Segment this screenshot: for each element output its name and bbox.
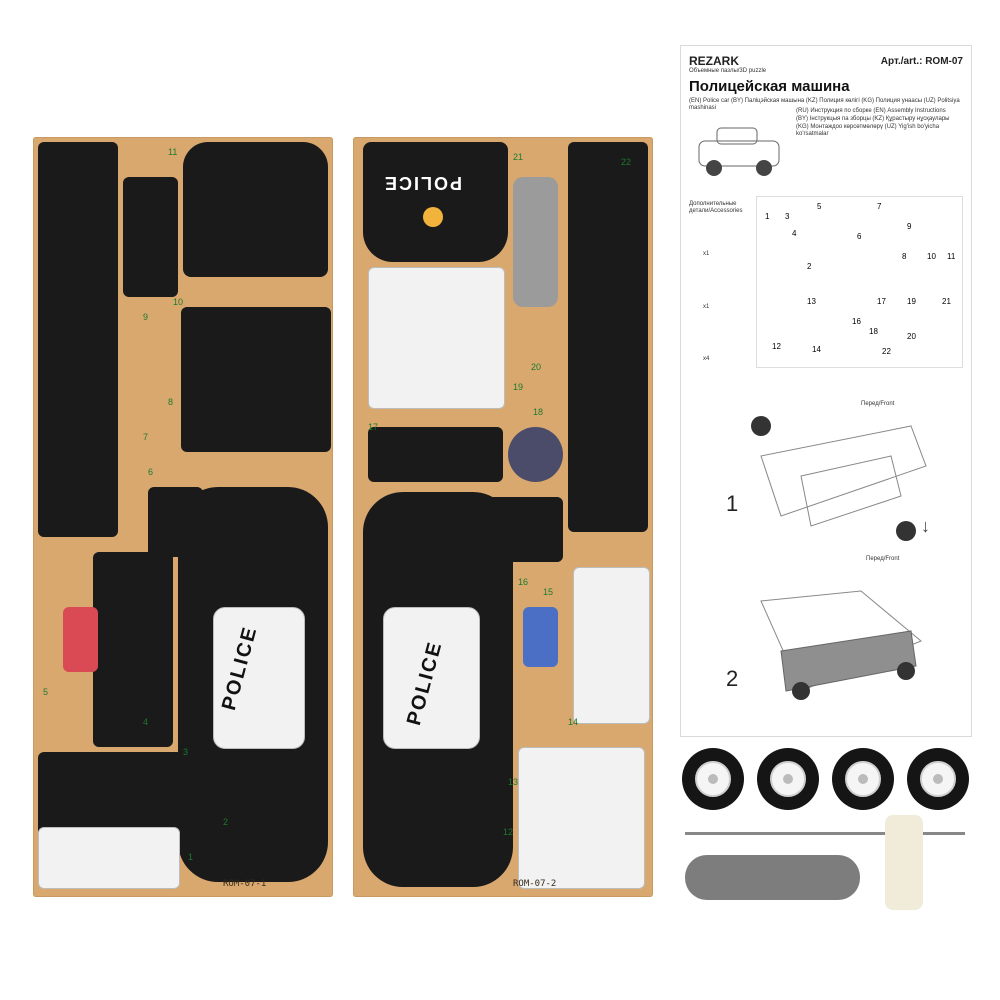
step-2-label: 2	[726, 666, 739, 691]
assembly-step-1-drawing	[751, 416, 927, 541]
part-number-5: 5	[43, 687, 49, 697]
grid-number: 13	[807, 297, 816, 306]
light-panel-red	[63, 607, 98, 672]
part-number-3: 3	[183, 747, 189, 757]
grid-number: 22	[882, 347, 891, 356]
windshield-frame-part	[573, 567, 650, 724]
part-number-7: 7	[143, 432, 149, 442]
car-roof-part	[183, 142, 328, 277]
article-number: Арт./art.: ROM-07	[880, 56, 963, 67]
car-preview-drawing	[698, 127, 780, 176]
grid-number: 9	[907, 222, 912, 231]
wheel-1	[682, 748, 744, 810]
part-number-15: 15	[543, 587, 554, 597]
wheel-3	[832, 748, 894, 810]
accessory-qty-1: x1	[703, 251, 710, 257]
part-number-10: 10	[173, 297, 184, 307]
part-number-19: 19	[513, 382, 524, 392]
part-number-9: 9	[143, 312, 149, 322]
board-code-right: ROM-07-2	[513, 879, 557, 889]
board-code-left: ROM-07-1	[223, 879, 267, 889]
grid-number: 12	[772, 342, 781, 351]
floor-part	[181, 307, 331, 452]
accessories-label: Дополнительные детали/Accessories	[689, 201, 743, 214]
language-line-2: (RU) Инструкция по сборке (EN) Assembly …	[796, 108, 946, 114]
rear-bumper-part	[38, 752, 183, 837]
part-number-17: 17	[368, 422, 379, 432]
side-panel-right	[568, 142, 648, 532]
part-number-11: 11	[168, 147, 178, 157]
assembly-step-2-drawing	[760, 590, 922, 700]
grid-number: 2	[807, 262, 812, 271]
car-hood-part	[363, 142, 508, 262]
grid-number: 10	[927, 252, 936, 261]
language-line-3: (BY) Інструкцыя па зборцы (KZ) Құрастыру…	[796, 116, 950, 122]
part-number-18: 18	[533, 407, 544, 417]
puzzle-board-left: POLICE 11 10 9 8 7 6 5 4 3 2 1 ROM-07-1	[33, 137, 333, 897]
language-line-1: (EN) Police car (BY) Паліцэйская машына …	[689, 98, 960, 111]
part-number-14: 14	[568, 717, 579, 727]
grid-number: 8	[902, 252, 907, 261]
brand-subtitle: Объемные пазлы/3D puzzle	[689, 68, 767, 74]
grid-number: 20	[907, 332, 916, 341]
part-number-12: 12	[503, 827, 514, 837]
grid-number: 14	[812, 345, 821, 354]
part-number-20: 20	[531, 362, 542, 372]
parts-grid: 1 3 5 7 9 2 4 6 8 10 11 13 17 19 21 12 1…	[756, 196, 963, 368]
badge-icon	[423, 207, 443, 227]
sanding-file	[685, 855, 860, 900]
seat-part	[463, 497, 563, 562]
light-panel-blue	[523, 607, 558, 667]
puzzle-board-right: POLICE POLICE 21 22 20 19 18 17 16 15 14…	[353, 137, 653, 897]
wheel-4	[907, 748, 969, 810]
part-number-8: 8	[168, 397, 174, 407]
arrow-down-icon: ↓	[921, 516, 930, 536]
part-number-1: 1	[188, 852, 194, 862]
front-label-2: Перед/Front	[866, 556, 900, 562]
instruction-sheet: REZARK Объемные пазлы/3D puzzle Арт./art…	[680, 45, 972, 737]
grid-number: 1	[765, 212, 770, 221]
grille-part	[513, 177, 558, 307]
part-number-16: 16	[518, 577, 529, 587]
grid-number: 3	[785, 212, 790, 221]
grid-number: 7	[877, 202, 882, 211]
window-insert-left	[213, 607, 305, 749]
grid-number: 21	[942, 297, 951, 306]
side-frame-part	[123, 177, 178, 297]
front-label-1: Перед/Front	[861, 401, 895, 407]
wheel-2	[757, 748, 819, 810]
seats-board-part	[518, 747, 645, 889]
rear-frame-part	[38, 827, 180, 889]
accessory-qty-3: x4	[703, 356, 710, 362]
grid-number: 6	[857, 232, 862, 241]
axle-rod	[685, 832, 965, 835]
brand-logo: REZARK	[689, 54, 739, 68]
part-number-6: 6	[148, 467, 154, 477]
grid-number: 4	[792, 229, 797, 238]
window-insert-right	[383, 607, 480, 749]
grid-number: 11	[947, 252, 956, 261]
grid-number: 19	[907, 297, 916, 306]
side-panel-part	[38, 142, 118, 537]
part-number-13: 13	[508, 777, 519, 787]
grid-number: 18	[869, 327, 878, 336]
part-number-2: 2	[223, 817, 229, 827]
grid-number: 17	[877, 297, 886, 306]
part-number-21: 21	[513, 152, 524, 162]
bumper-part	[93, 552, 173, 747]
step-1-label: 1	[726, 491, 739, 516]
sheet-title: Полицейская машина	[689, 78, 850, 95]
frame-bar-part	[368, 427, 503, 482]
police-label-top: POLICE	[383, 173, 463, 193]
part-number-4: 4	[143, 717, 149, 727]
part-number-22: 22	[621, 157, 632, 167]
grid-number: 16	[852, 317, 861, 326]
grid-number: 5	[817, 202, 822, 211]
wheel-cap-part	[508, 427, 563, 482]
hood-cover-part	[368, 267, 505, 409]
language-line-4: (KG) Монтаждоо көрсөтмөлөрү (UZ) Yig'ish…	[796, 124, 940, 137]
motor-gear-part	[885, 815, 923, 910]
accessory-qty-2: x1	[703, 304, 710, 310]
